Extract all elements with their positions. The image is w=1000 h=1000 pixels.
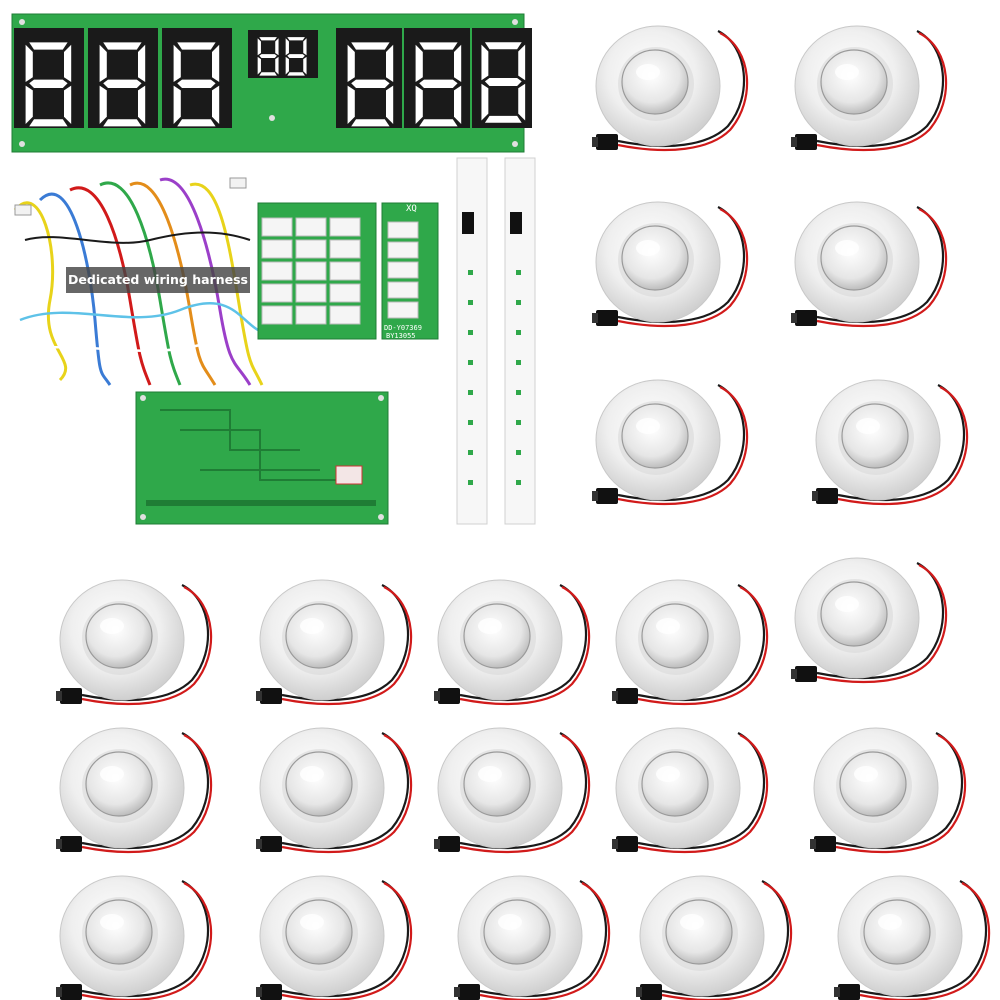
harness-label: Dedicated wiring harness bbox=[66, 267, 250, 293]
display-left bbox=[14, 28, 232, 128]
main-control-board bbox=[135, 391, 389, 525]
arcade-button bbox=[432, 578, 591, 706]
arcade-button bbox=[54, 874, 213, 1000]
arcade-button bbox=[254, 578, 413, 706]
arcade-button bbox=[590, 24, 749, 152]
arcade-button bbox=[590, 378, 749, 506]
arcade-button bbox=[432, 726, 591, 854]
arcade-button bbox=[789, 556, 948, 684]
arcade-button bbox=[254, 726, 413, 854]
led-strip-right bbox=[504, 157, 536, 525]
score-display-board bbox=[11, 13, 532, 153]
arcade-button bbox=[808, 726, 967, 854]
arcade-button bbox=[54, 578, 213, 706]
arcade-button bbox=[810, 378, 969, 506]
display-right bbox=[336, 28, 532, 128]
display-middle bbox=[248, 30, 318, 121]
arcade-button bbox=[789, 200, 948, 328]
arcade-button bbox=[254, 874, 413, 1000]
arcade-button bbox=[789, 24, 948, 152]
arcade-button bbox=[54, 726, 213, 854]
arcade-button bbox=[634, 874, 793, 1000]
arcade-button bbox=[610, 578, 769, 706]
terminal-board-code-1: DD-Y07369 bbox=[384, 324, 422, 332]
terminal-board-label: XQ bbox=[406, 204, 417, 214]
terminal-board-code-2: BY13055 bbox=[386, 332, 416, 340]
arcade-button bbox=[590, 200, 749, 328]
arcade-button bbox=[610, 726, 769, 854]
terminal-board-large bbox=[257, 202, 377, 340]
terminal-board-small bbox=[381, 202, 439, 340]
arcade-button bbox=[832, 874, 991, 1000]
led-strip-left bbox=[456, 157, 488, 525]
arcade-button bbox=[452, 874, 611, 1000]
